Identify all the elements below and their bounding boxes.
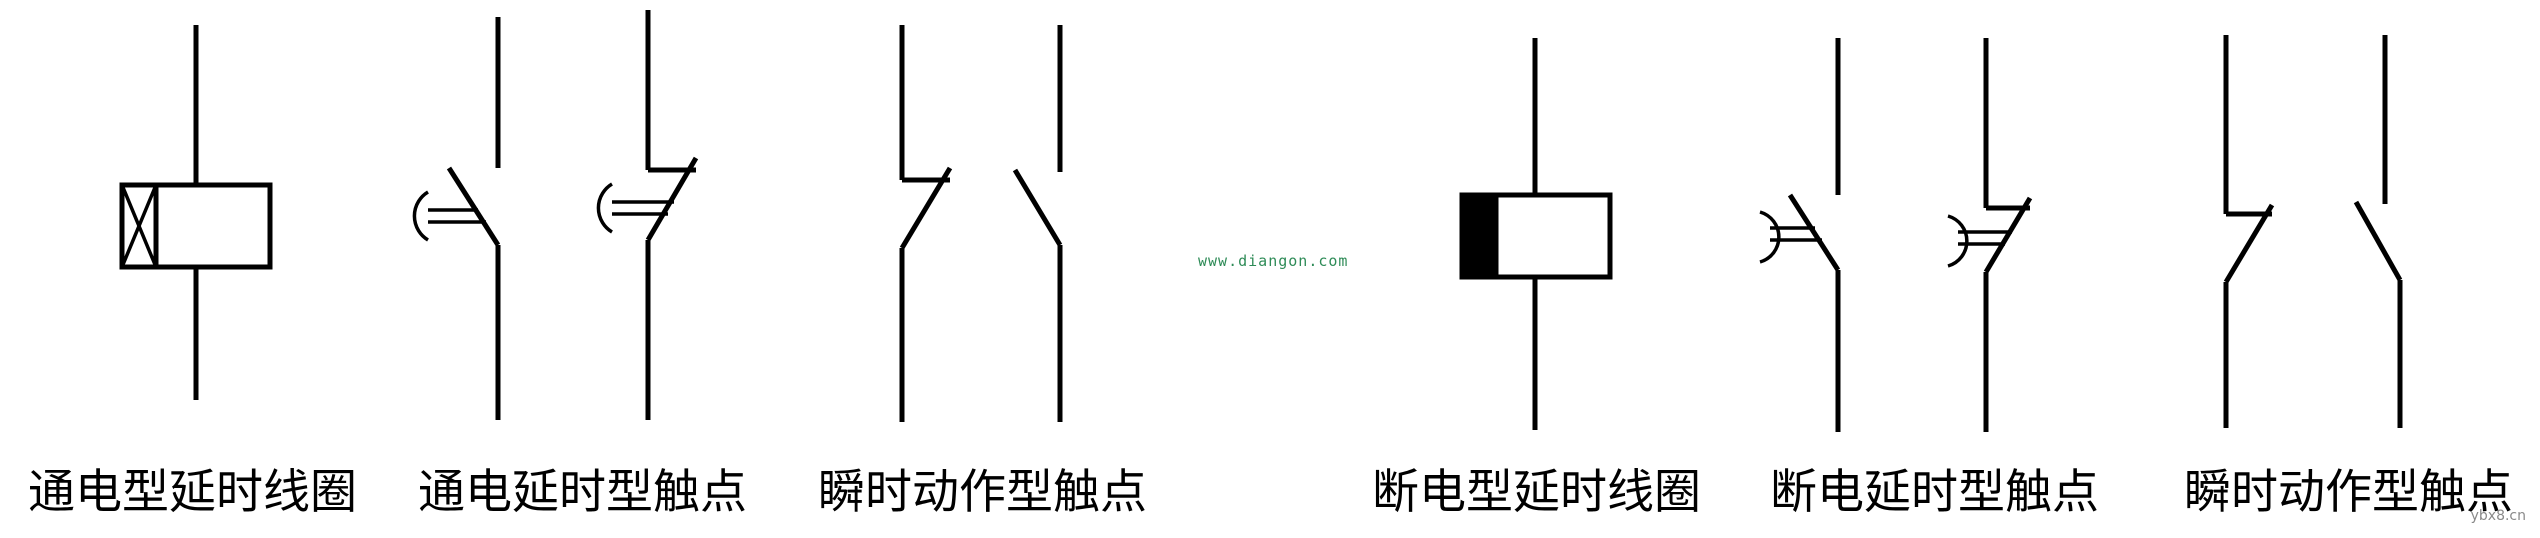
off-delay-coil-symbol (1459, 38, 1613, 430)
instant-nc-contact-right-symbol (2223, 35, 2275, 428)
on-delay-coil-symbol (119, 25, 273, 400)
caption-off-delay-contacts: 断电延时型触点 (1770, 465, 2099, 520)
off-delay-no-contact-symbol (1759, 38, 1841, 432)
caption-on-delay-contacts: 通电延时型触点 (418, 465, 747, 520)
caption-instant-contacts-right: 瞬时动作型触点 (2184, 465, 2513, 520)
caption-off-delay-coil: 断电型延时线圈 (1372, 465, 1701, 520)
caption-on-delay-coil: 通电型延时线圈 (28, 465, 357, 520)
off-delay-nc-contact-symbol (1947, 38, 2033, 432)
on-delay-nc-contact-symbol (596, 10, 699, 420)
caption-instant-contacts-left: 瞬时动作型触点 (818, 465, 1147, 520)
instant-no-contact-right-symbol (2353, 35, 2403, 428)
instant-no-contact-left-symbol (1012, 25, 1063, 422)
on-delay-no-contact-symbol (412, 17, 501, 420)
corner-watermark: ybx8.cn (2470, 508, 2526, 524)
instant-nc-contact-left-symbol (899, 25, 953, 422)
watermark-text: www.diangon.com (1198, 252, 1349, 270)
